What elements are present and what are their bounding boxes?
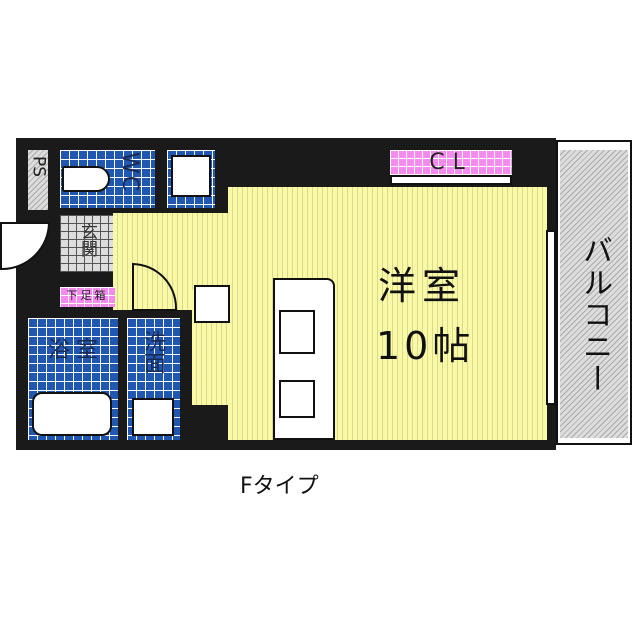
kitchen-counter (273, 278, 335, 440)
bath-room: 浴室 (28, 318, 118, 440)
bathtub-icon (32, 392, 112, 436)
genkan-label: 玄関 (77, 223, 97, 257)
toilet-icon (62, 166, 110, 192)
closet: CL (390, 150, 512, 175)
wc-room: WC (60, 150, 155, 208)
washer-pan-icon (171, 155, 211, 197)
washer-space (167, 150, 215, 208)
closet-doors[interactable] (390, 175, 512, 185)
bath-label: 浴室 (48, 338, 105, 363)
shoe-box-label: 下足箱 (66, 289, 109, 302)
genkan-area: 玄関 (60, 215, 113, 272)
ps-label: PS (28, 156, 49, 178)
washroom: 洗面 (127, 318, 180, 440)
shoe-box: 下足箱 (60, 287, 115, 307)
western-room-size: 10帖 (376, 324, 475, 368)
cooktop-extractor-icon (194, 285, 230, 323)
balcony-window[interactable] (546, 230, 556, 405)
balcony-label: バルコニー (577, 235, 612, 395)
ps-area: PS (28, 150, 49, 210)
wc-label: WC (117, 152, 142, 194)
washroom-label: 洗面 (140, 330, 165, 374)
stove-icon (279, 380, 315, 418)
western-room-label: 洋室 (378, 264, 467, 308)
sink-icon (132, 398, 174, 436)
balcony: バルコニー (560, 150, 628, 438)
closet-label: CL (429, 150, 473, 175)
plan-caption: Fタイプ (240, 474, 319, 499)
kitchen-sink-icon (279, 310, 315, 354)
